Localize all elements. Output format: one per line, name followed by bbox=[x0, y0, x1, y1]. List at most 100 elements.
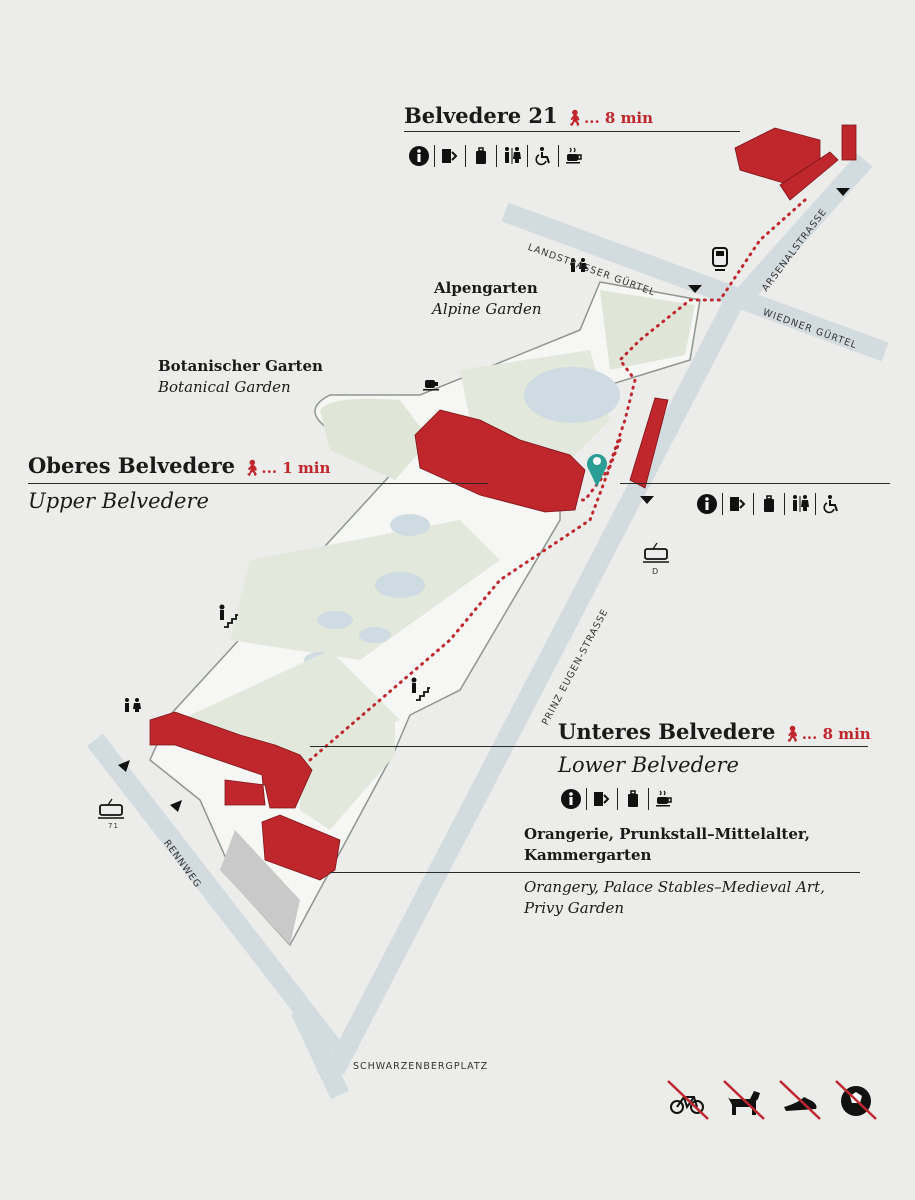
oberes-rule-right bbox=[620, 483, 890, 484]
separator bbox=[617, 788, 618, 810]
you-are-here-pin bbox=[587, 453, 608, 487]
unteres-name: Unteres Belvedere bbox=[558, 719, 776, 744]
separator bbox=[815, 493, 816, 515]
road-guertel bbox=[501, 202, 889, 362]
lawn-lower-garden bbox=[180, 650, 400, 760]
oberes-en: Upper Belvedere bbox=[28, 489, 209, 513]
separator bbox=[558, 145, 559, 167]
toilet-icon bbox=[787, 491, 813, 517]
botanical-de: Botanischer Garten bbox=[158, 357, 323, 375]
no-ball-icon bbox=[834, 1077, 878, 1121]
belvedere21-name: Belvedere 21 bbox=[404, 103, 558, 128]
ticket-icon bbox=[437, 143, 463, 169]
orangerie-de-2: Kammergarten bbox=[524, 846, 652, 864]
belvedere21-title: Belvedere 21 🚶︎... 8 min bbox=[404, 103, 653, 128]
upper-belvedere-annex bbox=[629, 397, 669, 489]
separator bbox=[586, 788, 587, 810]
road-schwarzenberg bbox=[290, 1005, 350, 1100]
buildings bbox=[149, 124, 857, 881]
alpengarten-en: Alpine Garden bbox=[432, 300, 542, 318]
oberes-rule-left bbox=[28, 483, 488, 484]
road-rennweg bbox=[87, 733, 343, 1057]
toilet-icon bbox=[499, 143, 525, 169]
pond-mid-1 bbox=[390, 514, 430, 536]
info-icon bbox=[406, 143, 432, 169]
upper-belvedere-building bbox=[414, 409, 586, 513]
tram-icon-71 bbox=[98, 798, 124, 819]
pond-upper bbox=[524, 367, 620, 423]
separator bbox=[434, 145, 435, 167]
oberes-title: Oberes Belvedere 🚶︎... 1 min bbox=[28, 453, 330, 478]
toilet-icon-lower bbox=[125, 698, 141, 712]
unteres-rule bbox=[310, 746, 868, 747]
route-b21 bbox=[478, 198, 807, 502]
route-lower bbox=[308, 438, 622, 762]
oberes-walk: 🚶︎... 1 min bbox=[242, 459, 330, 477]
locker-icon bbox=[756, 491, 782, 517]
no-bicycle-icon bbox=[666, 1077, 710, 1121]
tram-icon-d bbox=[643, 542, 669, 563]
separator bbox=[753, 493, 754, 515]
info-icon bbox=[694, 491, 720, 517]
locker-icon bbox=[620, 786, 646, 812]
roads bbox=[87, 153, 889, 1100]
belvedere21-walk: 🚶︎... 8 min bbox=[565, 109, 653, 127]
entrance-upper bbox=[640, 496, 654, 504]
oberes-services bbox=[694, 491, 844, 517]
lawn-kammergarten bbox=[300, 715, 395, 830]
wheelchair-icon bbox=[818, 491, 844, 517]
belvedere21-tower bbox=[841, 124, 857, 161]
orangerie-en-2: Privy Garden bbox=[524, 899, 625, 917]
belvedere21-rule bbox=[404, 131, 740, 132]
orangerie-rule bbox=[330, 872, 860, 873]
belvedere21-services bbox=[406, 143, 587, 169]
toilet-icon-alpengarten bbox=[571, 258, 587, 272]
wall-lower bbox=[220, 830, 300, 945]
walking-person-icon: 🚶︎ bbox=[782, 725, 802, 743]
prohibition-icons bbox=[666, 1077, 878, 1121]
pond-mid-2 bbox=[375, 572, 425, 598]
ticket-icon bbox=[725, 491, 751, 517]
tram-icon-guertel bbox=[712, 247, 728, 271]
info-icon bbox=[558, 786, 584, 812]
no-dog-icon bbox=[722, 1077, 766, 1121]
orangerie-building bbox=[261, 814, 341, 881]
lawn-terrace bbox=[230, 520, 500, 660]
stairs-icon-lower bbox=[411, 677, 430, 701]
botanical-en: Botanical Garden bbox=[158, 378, 291, 396]
entrance-b21 bbox=[836, 188, 850, 196]
unteres-walk-time: ... 8 min bbox=[801, 725, 871, 743]
separator bbox=[784, 493, 785, 515]
cafe-icon-map bbox=[423, 380, 439, 391]
entrance-markers bbox=[118, 188, 850, 812]
tram-label-71: 71 bbox=[108, 822, 119, 830]
unteres-title: Unteres Belvedere 🚶︎... 8 min bbox=[558, 719, 871, 744]
oberes-walk-time: ... 1 min bbox=[261, 459, 331, 477]
separator bbox=[465, 145, 466, 167]
unteres-walk: 🚶︎... 8 min bbox=[783, 725, 871, 743]
pond-mid-4 bbox=[359, 627, 391, 643]
no-running-icon bbox=[778, 1077, 822, 1121]
separator bbox=[527, 145, 528, 167]
street-schwarzenberg: SCHWARZENBERGPLATZ bbox=[353, 1061, 489, 1072]
lawn-upper bbox=[600, 290, 695, 370]
oberes-name: Oberes Belvedere bbox=[28, 453, 236, 478]
separator bbox=[722, 493, 723, 515]
belvedere21-wing bbox=[779, 151, 839, 201]
map-icons bbox=[98, 247, 728, 819]
cafe-icon bbox=[651, 786, 677, 812]
road-prinz-eugen bbox=[326, 295, 744, 1075]
wheelchair-icon bbox=[530, 143, 556, 169]
alpengarten-de: Alpengarten bbox=[434, 279, 538, 297]
entrance-guertel bbox=[688, 285, 702, 293]
belvedere21-walk-time: ... 8 min bbox=[584, 109, 654, 127]
locker-icon bbox=[468, 143, 494, 169]
tram-label-d: D bbox=[652, 567, 660, 576]
ticket-icon bbox=[589, 786, 615, 812]
stairs-icon-upper bbox=[219, 604, 238, 628]
unteres-en: Lower Belvedere bbox=[558, 753, 739, 777]
separator bbox=[648, 788, 649, 810]
entrance-lower-a bbox=[118, 760, 130, 772]
separator bbox=[496, 145, 497, 167]
